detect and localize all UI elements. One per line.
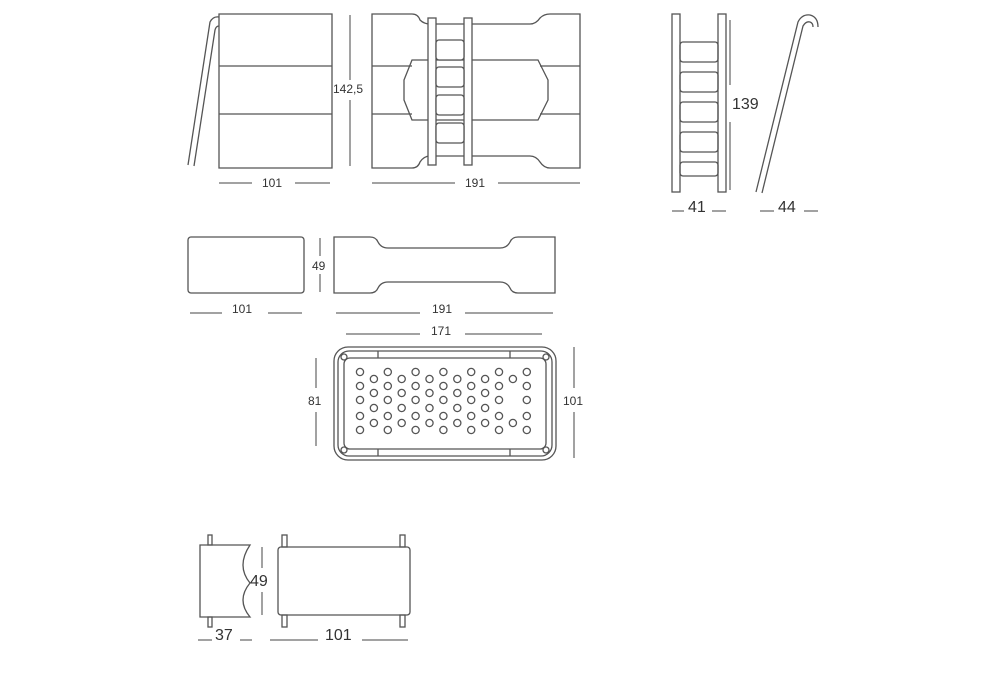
tray-hole (522, 367, 532, 377)
tray-hole (369, 418, 379, 428)
tray-hole (397, 374, 406, 384)
tray-hole (508, 374, 518, 384)
bunk-height-label: 142,5 (333, 82, 363, 96)
tray-hole (397, 418, 406, 428)
tray-hole (453, 403, 462, 413)
tray-hole (397, 403, 406, 413)
bunk-side-view: 142,5 101 (187, 13, 363, 190)
tray-hole (355, 425, 365, 435)
ladder-width-label: 41 (688, 199, 706, 216)
tray-hole (522, 425, 532, 435)
tray-hole (411, 367, 420, 377)
bunk-side-width-label: 101 (262, 176, 282, 190)
tray-hole (439, 425, 448, 435)
tray-hole (494, 395, 504, 405)
tray-hole (383, 425, 393, 435)
tray-hole (480, 388, 490, 398)
tray-length-label: 171 (431, 324, 451, 338)
tray-hole (480, 403, 490, 413)
tray-hole (369, 374, 379, 384)
ladder-height-label: 139 (732, 96, 759, 113)
tray-hole (466, 395, 476, 405)
tray-hole (425, 374, 434, 384)
tray-hole (466, 425, 476, 435)
tray-top-view: 171 81 101 (308, 324, 583, 461)
single-bed-views: 49 101 191 (187, 236, 556, 316)
tray-hole (494, 411, 504, 421)
tray-hole (466, 367, 476, 377)
foot-views: 49 37 101 (198, 534, 411, 644)
tray-hole (411, 381, 420, 391)
tray-hole (494, 367, 504, 377)
tray-hole (425, 418, 434, 428)
tray-hole (383, 395, 393, 405)
tray-hole (425, 403, 434, 413)
foot-height-label: 49 (250, 573, 268, 590)
tray-hole (411, 411, 420, 421)
tray-hole (397, 388, 406, 398)
tray-hole (439, 411, 448, 421)
tray-hole (355, 395, 365, 405)
tray-hole (355, 367, 365, 377)
bunk-front-view: 191 (371, 13, 581, 190)
tray-hole (425, 388, 434, 398)
tray-hole (439, 395, 448, 405)
tray-hole (494, 425, 504, 435)
tray-hole (480, 374, 490, 384)
tray-hole (480, 418, 490, 428)
tray-hole (411, 395, 420, 405)
tray-hole (439, 367, 448, 377)
tray-hole (453, 388, 462, 398)
tray-hole (453, 418, 462, 428)
tray-hole (369, 388, 379, 398)
foot-side-width-label: 37 (215, 627, 233, 644)
tray-hole (411, 425, 420, 435)
tray-hole (522, 381, 532, 391)
single-side-width-label: 101 (232, 302, 252, 316)
tray-hole (355, 381, 365, 391)
tray-hole (383, 367, 393, 377)
tray-hole (494, 381, 504, 391)
tray-outer-width-label: 101 (563, 394, 583, 408)
tray-hole (522, 411, 532, 421)
tray-inner-width-label: 81 (308, 394, 322, 408)
tray-hole (369, 403, 379, 413)
tray-hole (383, 411, 393, 421)
tray-hole (522, 395, 532, 405)
tray-hole (453, 374, 462, 384)
bunk-front-width-label: 191 (465, 176, 485, 190)
tray-hole (466, 411, 476, 421)
ladder-view: 139 41 44 (671, 13, 819, 216)
tray-hole (466, 381, 476, 391)
single-height-label: 49 (312, 259, 326, 273)
tray-hole (355, 411, 365, 421)
hook-depth-label: 44 (778, 199, 796, 216)
foot-front-width-label: 101 (325, 627, 352, 644)
tray-hole (508, 418, 518, 428)
tray-hole (383, 381, 393, 391)
single-front-width-label: 191 (432, 302, 452, 316)
tray-hole (439, 381, 448, 391)
